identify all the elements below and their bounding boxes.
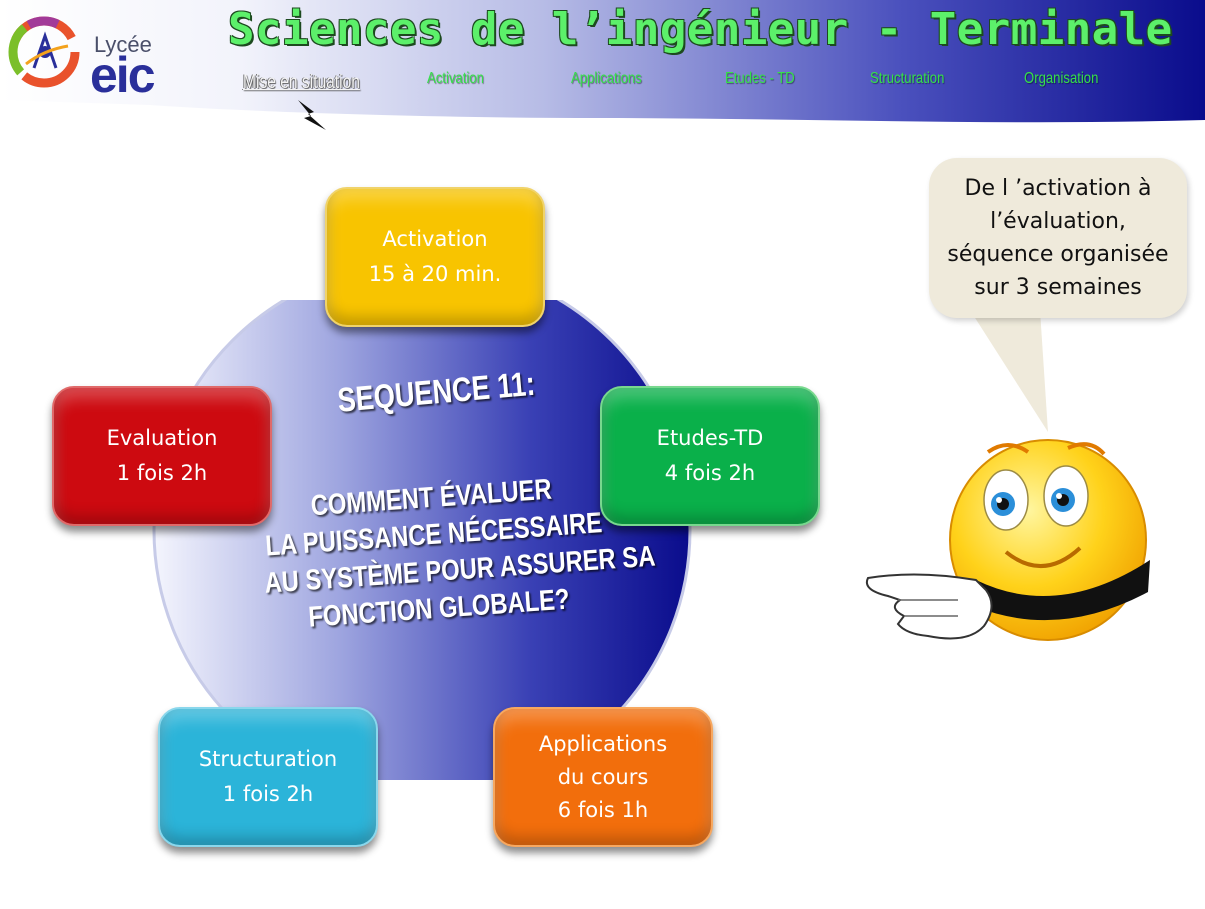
nav-link-mise-en-situation[interactable]: Mise en situation [243, 72, 360, 93]
step-activation-label: Activation [382, 227, 488, 251]
step-activation[interactable]: Activation 15 à 20 min. [325, 187, 545, 327]
school-logo[interactable]: Lycée eic [4, 10, 156, 103]
nav-link-etudes-td[interactable]: Etudes - TD [725, 70, 795, 87]
step-etudes-td[interactable]: Etudes-TD 4 fois 2h [600, 386, 820, 526]
step-evaluation-detail: 1 fois 2h [116, 461, 208, 485]
nav-link-organisation[interactable]: Organisation [1024, 70, 1099, 87]
speech-line: l’évaluation, [990, 209, 1126, 234]
step-structuration[interactable]: Structuration 1 fois 2h [158, 707, 378, 847]
nav-link-applications[interactable]: Applications [571, 70, 642, 87]
sequence-question: COMMENT ÉVALUER LA PUISSANCE NÉCESSAIRE … [258, 468, 657, 640]
logo-text-big: eic [90, 47, 156, 103]
lightning-bolt-icon [298, 100, 326, 130]
step-structuration-detail: 1 fois 2h [222, 782, 314, 806]
nav-link-structuration[interactable]: Structuration [870, 70, 945, 87]
speech-line: sur 3 semaines [974, 275, 1142, 300]
step-evaluation[interactable]: Evaluation 1 fois 2h [52, 386, 272, 526]
step-applications-detail: 6 fois 1h [557, 797, 649, 822]
step-applications-label: Applications [538, 731, 668, 756]
step-evaluation-label: Evaluation [106, 426, 218, 450]
speech-bubble [929, 158, 1187, 318]
step-activation-detail: 15 à 20 min. [368, 262, 502, 286]
sequence-circle [152, 300, 692, 780]
step-etudes-td-detail: 4 fois 2h [664, 461, 756, 485]
speech-text: De l ’activation à l’évaluation, séquenc… [929, 172, 1187, 304]
speech-bubble-tail [970, 310, 1048, 432]
logo-mark-icon [8, 16, 80, 88]
step-applications-label2: du cours [557, 764, 649, 789]
nav-link-activation[interactable]: Activation [427, 70, 484, 87]
logo-text-small: Lycée [94, 32, 152, 57]
step-applications[interactable]: Applications du cours 6 fois 1h [493, 707, 713, 847]
pointing-smiley-icon [866, 439, 1150, 641]
page-title: Sciences de l’ingénieur - Terminale [228, 4, 1173, 55]
speech-line: De l ’activation à [964, 176, 1152, 201]
step-etudes-td-label: Etudes-TD [656, 426, 764, 450]
speech-line: séquence organisée [947, 242, 1169, 267]
step-structuration-label: Structuration [198, 747, 338, 771]
header-band [0, 0, 1205, 123]
